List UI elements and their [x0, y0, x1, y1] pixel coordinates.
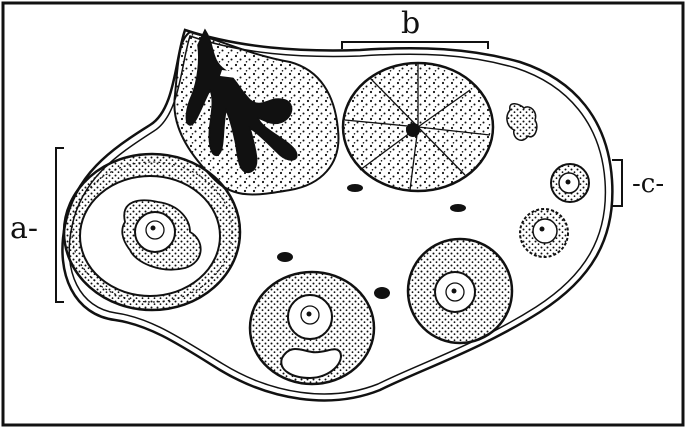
primordial-follicle	[277, 252, 293, 262]
primordial-follicle	[374, 287, 390, 299]
label-a: a-	[10, 211, 38, 246]
secondary-follicle-right	[408, 239, 512, 343]
bracket-c	[612, 160, 622, 206]
primary-follicle-1	[551, 164, 589, 202]
small-atretic-body	[507, 104, 537, 140]
primordial-follicle	[450, 204, 466, 212]
mature-follicle-left	[64, 154, 240, 310]
primordial-follicle	[347, 184, 363, 192]
bracket-a	[56, 148, 64, 302]
label-b: b	[401, 6, 420, 41]
label-c: -c-	[632, 169, 664, 199]
antral-follicle-bottom	[250, 272, 374, 384]
primary-follicle-2	[520, 209, 568, 257]
secondary-follicle-top	[343, 63, 493, 191]
